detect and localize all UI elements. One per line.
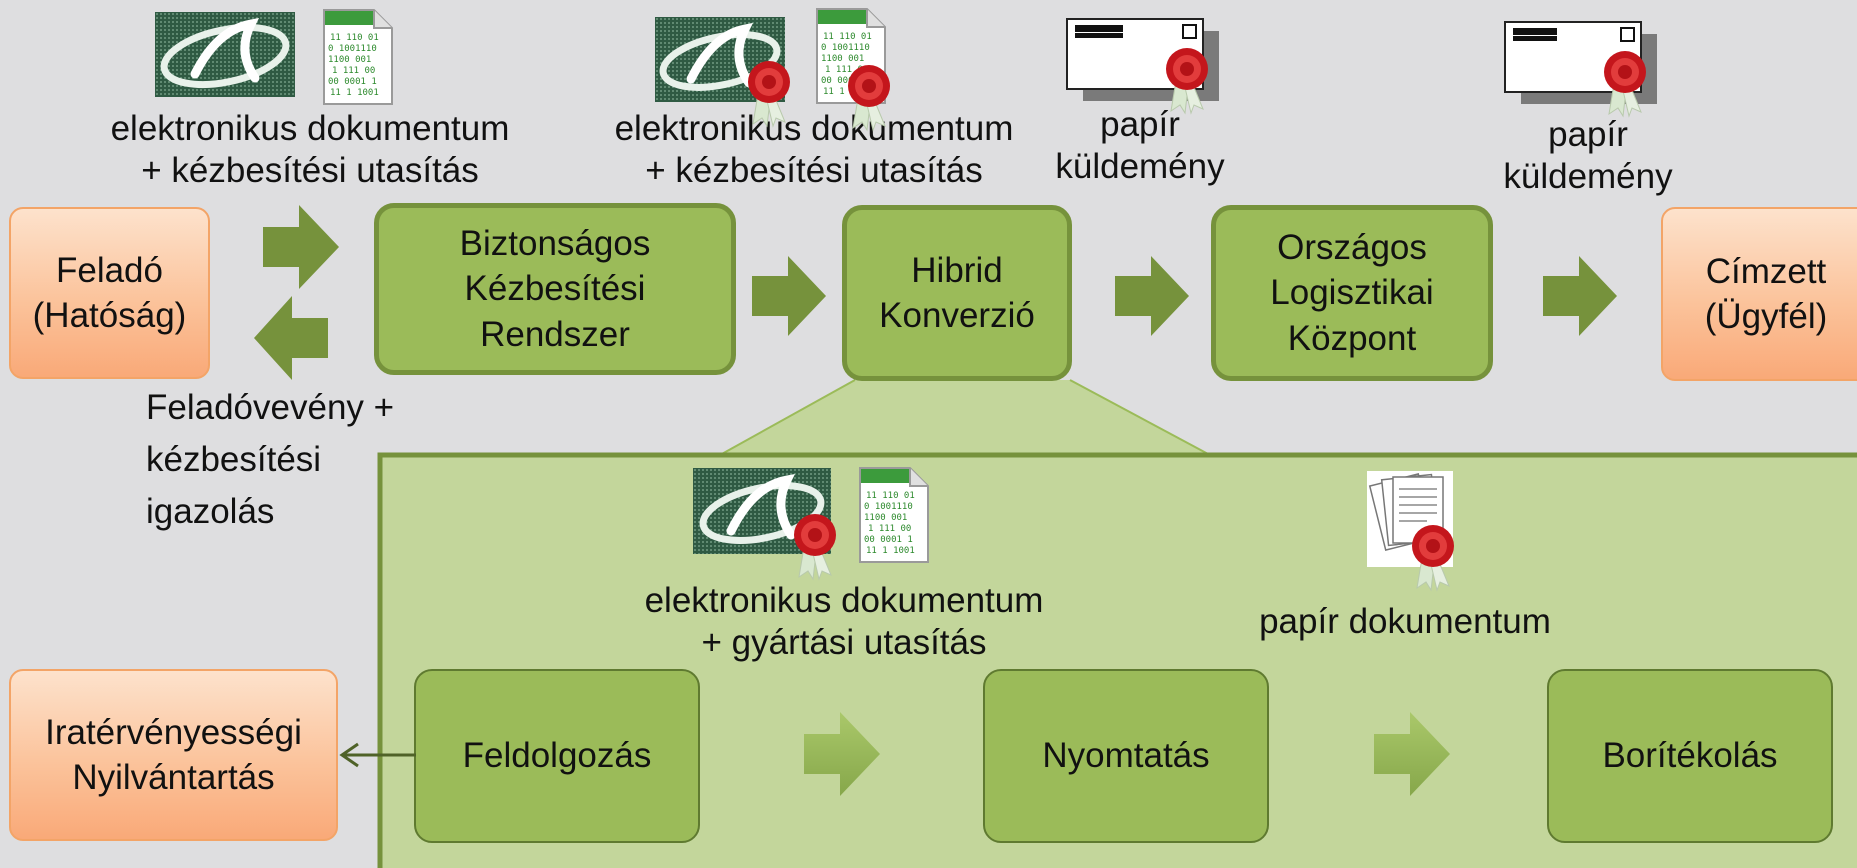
wax-seal-icon — [1412, 525, 1454, 592]
edoc-delivery-label-1: elektronikus dokumentum + kézbesítési ut… — [110, 109, 510, 190]
paper-mail-label-2: papír küldemény — [1503, 115, 1673, 196]
paper-mail-label-1: papír küldemény — [1055, 105, 1225, 186]
svg-text:1 111 00: 1 111 00 — [868, 524, 911, 534]
receipt-label: Feladóvevény + kézbesítési igazolás — [146, 388, 395, 531]
enveloping-label: Borítékolás — [1602, 736, 1778, 776]
registry-label: Iratérvényességi Nyilvántartás — [45, 712, 302, 798]
svg-text:11 1 1001: 11 1 1001 — [866, 546, 915, 556]
svg-text:0 1001110: 0 1001110 — [821, 43, 870, 53]
e-document-logo-icon — [155, 12, 295, 97]
flow-arrow-hybrid-to-logistics — [1115, 256, 1189, 336]
svg-text:1 111 00: 1 111 00 — [332, 66, 375, 76]
logistics-center-label: Országos Logisztikai Központ — [1270, 227, 1434, 358]
printing-box: Nyomtatás — [983, 669, 1269, 843]
svg-text:1100 001: 1100 001 — [864, 513, 907, 523]
paper-stack-icon — [1367, 471, 1453, 567]
svg-text:00 0001 1: 00 0001 1 — [821, 76, 870, 86]
flow-arrow-receipt-to-sender — [254, 296, 328, 380]
paper-document-label: papír dokumentum — [1259, 602, 1551, 641]
printing-label: Nyomtatás — [1042, 736, 1210, 776]
edoc-production-label: elektronikus dokumentum + gyártási utasí… — [644, 581, 1044, 662]
svg-text:1100 001: 1100 001 — [328, 55, 371, 65]
svg-text:1 111 00: 1 111 00 — [825, 65, 868, 75]
flow-arrow-sender-to-delivery — [263, 205, 339, 289]
hybrid-conversion-label: Hibrid Konverzió — [879, 250, 1035, 336]
logistics-center-box: Országos Logisztikai Központ — [1211, 205, 1493, 381]
recipient-box: Címzett (Ügyfél) — [1661, 207, 1857, 381]
flow-arrow-printing-to-enveloping — [1374, 712, 1450, 796]
secure-delivery-box: Biztonságos Kézbesítési Rendszer — [374, 203, 736, 375]
svg-text:1100 001: 1100 001 — [821, 54, 864, 64]
flow-arrow-processing-to-registry — [339, 742, 416, 768]
wax-seal-icon — [1604, 51, 1646, 118]
svg-text:11 110 01: 11 110 01 — [866, 491, 915, 501]
svg-text:11 110 01: 11 110 01 — [823, 32, 872, 42]
svg-text:11 110 01: 11 110 01 — [330, 33, 379, 43]
processing-box: Feldolgozás — [414, 669, 700, 843]
registry-box: Iratérvényességi Nyilvántartás — [9, 669, 338, 841]
wax-seal-icon — [848, 65, 890, 132]
sender-label: Feladó (Hatóság) — [32, 250, 187, 336]
wax-seal-icon — [1166, 48, 1208, 115]
processing-label: Feldolgozás — [462, 736, 652, 776]
secure-delivery-label: Biztonságos Kézbesítési Rendszer — [459, 223, 651, 354]
recipient-label: Címzett (Ügyfél) — [1704, 251, 1828, 337]
svg-text:0 1001110: 0 1001110 — [864, 502, 913, 512]
wax-seal-icon — [748, 61, 790, 128]
svg-text:00 0001 1: 00 0001 1 — [328, 77, 377, 87]
svg-text:11 1 1001: 11 1 1001 — [330, 88, 379, 98]
enveloping-box: Borítékolás — [1547, 669, 1833, 843]
sender-box: Feladó (Hatóság) — [9, 207, 210, 379]
svg-text:00 0001 1: 00 0001 1 — [864, 535, 913, 545]
svg-text:0 1001110: 0 1001110 — [328, 44, 377, 54]
edoc-delivery-label-2: elektronikus dokumentum + kézbesítési ut… — [614, 109, 1014, 190]
wax-seal-icon — [794, 514, 836, 581]
svg-text:11 1 1: 11 1 1 — [823, 87, 856, 97]
hybrid-conversion-box: Hibrid Konverzió — [842, 205, 1072, 381]
flow-arrow-logistics-to-recipient — [1543, 256, 1617, 336]
flow-arrow-delivery-to-hybrid — [752, 256, 826, 336]
flow-arrow-processing-to-printing — [804, 712, 880, 796]
